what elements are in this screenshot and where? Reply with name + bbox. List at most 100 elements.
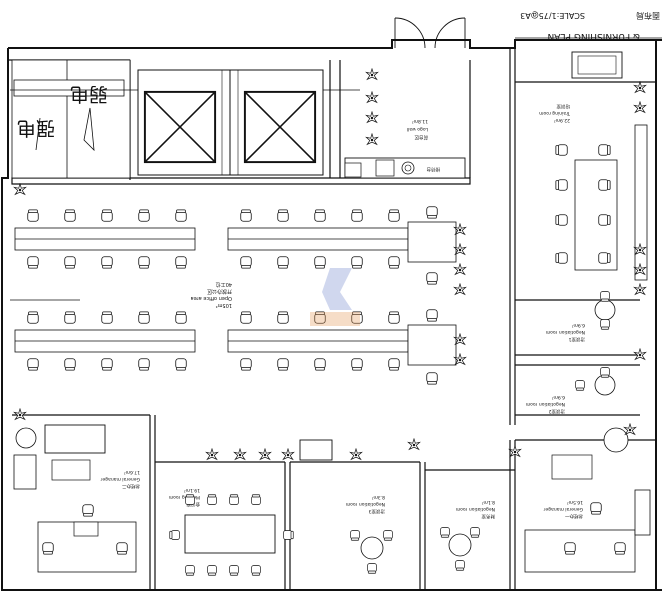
chair bbox=[600, 291, 610, 302]
chair bbox=[440, 527, 450, 538]
chair bbox=[351, 256, 363, 269]
gm-office-2-area: 17.6m² bbox=[124, 469, 140, 475]
plant bbox=[365, 111, 379, 123]
open-office-name-en: Open office area bbox=[191, 295, 232, 301]
utility-rooms bbox=[10, 59, 360, 301]
chair bbox=[116, 542, 128, 555]
negotiation-3-area: 8.3m² bbox=[371, 494, 385, 500]
chair bbox=[614, 542, 626, 555]
finance-name-cn: 财务室 bbox=[481, 513, 495, 520]
chair bbox=[555, 252, 568, 264]
chair bbox=[240, 209, 252, 222]
chair bbox=[82, 504, 94, 517]
plant bbox=[453, 263, 467, 275]
chair bbox=[314, 358, 326, 371]
chair bbox=[277, 256, 289, 269]
chair bbox=[388, 209, 400, 222]
plant bbox=[13, 183, 27, 195]
chair bbox=[455, 560, 465, 571]
chair bbox=[27, 311, 39, 324]
desk-cluster-b bbox=[227, 221, 457, 263]
plant bbox=[365, 68, 379, 80]
weak-current-label: 弱电 bbox=[70, 83, 108, 105]
inner-walls bbox=[8, 48, 656, 590]
gm-office-2-name-en: General manager bbox=[100, 476, 140, 482]
chair bbox=[175, 209, 187, 222]
chair bbox=[388, 311, 400, 324]
chair bbox=[590, 502, 602, 515]
meeting-name-en: Meeting room bbox=[169, 494, 200, 500]
negotiation-2-area: 6.9m² bbox=[551, 394, 565, 400]
chair bbox=[27, 256, 39, 269]
chair bbox=[229, 565, 239, 576]
plant bbox=[205, 448, 219, 460]
chair bbox=[277, 311, 289, 324]
chair bbox=[64, 209, 76, 222]
negotiation-3-name-cn: 洽谈室3 bbox=[369, 508, 385, 515]
chair bbox=[27, 358, 39, 371]
chair bbox=[64, 358, 76, 371]
chair bbox=[351, 209, 363, 222]
chair bbox=[42, 542, 54, 555]
chair bbox=[101, 209, 113, 222]
negotiation-room-1: 洽谈室1 Negotiation room 6.9m² bbox=[546, 299, 616, 343]
strong-current-label: 强电 bbox=[17, 117, 55, 139]
chair bbox=[175, 256, 187, 269]
training-name-cn: 培训室 bbox=[556, 103, 570, 110]
gm-office-1: 总经办一 General manager 16.5m² bbox=[524, 427, 651, 573]
negotiation-3-name-en: Negotiation room bbox=[346, 501, 385, 507]
chair bbox=[426, 206, 438, 219]
plant bbox=[633, 101, 647, 113]
chair bbox=[169, 530, 180, 540]
finance-name-en: Negotiation room bbox=[456, 506, 495, 512]
plant bbox=[407, 438, 421, 450]
chair bbox=[240, 311, 252, 324]
meeting-area: 19.1m² bbox=[184, 487, 200, 493]
chair bbox=[598, 179, 611, 191]
chair bbox=[101, 358, 113, 371]
desk-cluster-c bbox=[14, 329, 196, 353]
chair bbox=[138, 311, 150, 324]
chair bbox=[240, 358, 252, 371]
chair bbox=[251, 494, 261, 505]
chair bbox=[598, 144, 611, 156]
negotiation-1-area: 6.9m² bbox=[571, 322, 585, 328]
negotiation-room-3: 洽谈室3 Negotiation room 8.3m² bbox=[346, 494, 385, 560]
plant bbox=[453, 283, 467, 295]
reception-area: 接待台 11.8m² Logo wall 前台区 bbox=[344, 118, 466, 179]
chair bbox=[388, 358, 400, 371]
chair bbox=[600, 367, 610, 378]
gm-office-2-name-cn: 总经办二 bbox=[122, 483, 140, 490]
chair bbox=[175, 311, 187, 324]
plant bbox=[13, 408, 27, 420]
chair bbox=[598, 252, 611, 264]
negotiation-2-name-cn: 洽谈室2 bbox=[549, 408, 565, 415]
chair bbox=[277, 209, 289, 222]
scale-text: SCALE:1/75@A3 bbox=[520, 11, 585, 20]
chair bbox=[470, 527, 480, 538]
chair bbox=[314, 209, 326, 222]
chair bbox=[138, 358, 150, 371]
negotiation-2-name-en: Negotiation room bbox=[526, 401, 565, 407]
open-office-name-cn: 开放办公区 bbox=[207, 288, 232, 295]
chair bbox=[555, 179, 568, 191]
chair bbox=[426, 272, 438, 285]
negotiation-room-2: 洽谈室2 Negotiation room 6.9m² bbox=[526, 374, 616, 415]
chair bbox=[138, 256, 150, 269]
chair bbox=[314, 256, 326, 269]
chair bbox=[600, 319, 610, 330]
chair bbox=[27, 209, 39, 222]
plant bbox=[281, 448, 295, 460]
plant bbox=[365, 133, 379, 145]
plant bbox=[258, 448, 272, 460]
chair bbox=[350, 530, 360, 541]
watermark-logo bbox=[310, 268, 360, 326]
header-tail-text: 面布局 bbox=[636, 11, 660, 21]
plant bbox=[633, 81, 647, 93]
chair bbox=[367, 563, 377, 574]
chair bbox=[175, 358, 187, 371]
chair bbox=[240, 256, 252, 269]
title-block: & FURNISHING PLAN SCALE:1/75@A3 面布局 bbox=[515, 11, 662, 41]
chair bbox=[207, 494, 217, 505]
